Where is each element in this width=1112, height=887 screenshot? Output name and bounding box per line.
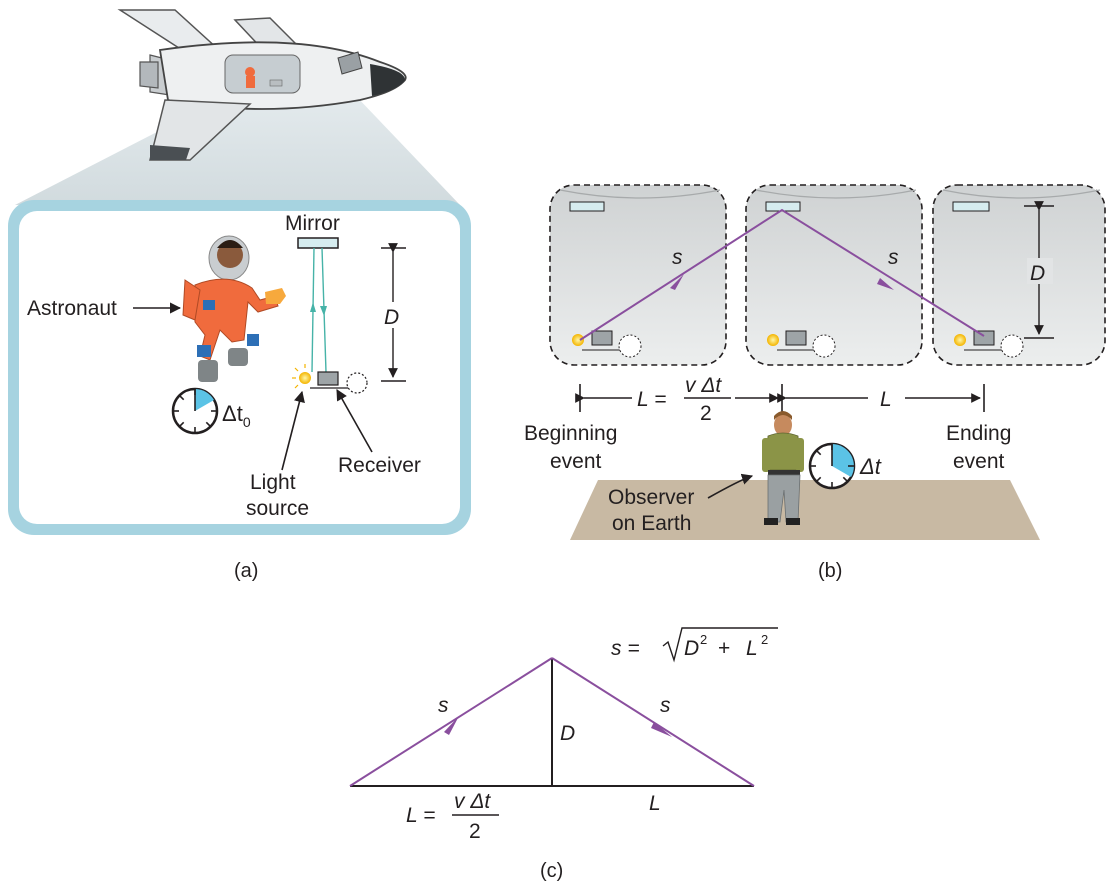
side-label-right: s — [660, 694, 671, 717]
side-arrow-right — [651, 722, 672, 737]
formula-plus: + — [718, 637, 730, 660]
receiver-clock — [346, 372, 368, 394]
formula-exp1: 2 — [700, 632, 707, 647]
distance-label-a: D — [384, 306, 399, 329]
caption-a: (a) — [234, 560, 258, 582]
formula-l: L — [746, 637, 758, 660]
observer-label-2: on Earth — [612, 512, 691, 535]
shuttle-cabin-window — [224, 54, 301, 94]
base-left-den: 2 — [469, 820, 481, 843]
light-source-arrow — [281, 390, 305, 471]
receiver — [317, 371, 339, 386]
cabin-interior — [19, 211, 460, 524]
astronaut-figure — [182, 235, 286, 382]
observer-figure — [762, 411, 804, 525]
view-beam — [15, 95, 460, 205]
side-arrow-left — [444, 716, 459, 735]
window-2 — [745, 184, 923, 366]
space-shuttle — [117, 9, 407, 161]
formula-d: D — [684, 637, 699, 660]
ending-label-2: event — [953, 450, 1005, 473]
light-source-label-2: source — [246, 497, 309, 520]
light-source — [292, 364, 311, 389]
side-label-left: s — [438, 694, 449, 717]
formula-exp2: 2 — [761, 632, 768, 647]
path-label-b1: s — [672, 246, 683, 269]
ground — [570, 480, 1040, 540]
window-3 — [932, 184, 1106, 366]
mirror — [297, 237, 339, 249]
base-right-label: L — [649, 792, 661, 815]
distance-label-b: D — [1030, 262, 1045, 285]
beginning-label-2: event — [550, 450, 602, 473]
base-left-lhs: L = — [406, 804, 435, 827]
triangle-side-right — [551, 657, 755, 787]
path-label-b2: s — [888, 246, 899, 269]
receiver-arrow — [336, 389, 373, 453]
span-left-den: 2 — [700, 402, 712, 425]
beginning-label-1: Beginning — [524, 422, 617, 445]
light-source-label-1: Light — [250, 471, 296, 494]
receiver-label: Receiver — [338, 454, 421, 477]
light-path-b — [579, 208, 985, 341]
observer-arrow — [707, 473, 754, 499]
base-left-num: v Δt — [454, 790, 491, 813]
path-arrow-b1 — [670, 274, 684, 290]
astronaut-label: Astronaut — [27, 297, 117, 320]
clock-proper-time — [171, 387, 219, 435]
height-label: D — [560, 722, 575, 745]
sqrt-sign — [662, 627, 778, 663]
span-left-lhs: L = — [637, 388, 666, 411]
formula: s = — [611, 637, 640, 660]
observer-label-1: Observer — [608, 486, 694, 509]
span-right-label: L — [880, 388, 892, 411]
ending-label-1: Ending — [946, 422, 1011, 445]
window-1 — [549, 184, 727, 366]
mirror-label: Mirror — [285, 212, 340, 235]
caption-b: (b) — [818, 560, 842, 582]
clock-dilated-time — [808, 442, 856, 490]
panel-c: s = D 2 + L 2 s s D L = v Δt 2 L (c) — [349, 627, 778, 882]
path-arrow-b2 — [877, 278, 894, 290]
span-left-num: v Δt — [685, 374, 722, 397]
caption-c: (c) — [540, 860, 563, 882]
triangle-side-left — [349, 657, 553, 787]
panel-a: Astronaut Δt0 Mirror — [8, 9, 471, 582]
panel-b: s s D L = v Δt 2 L Beginning event Endin… — [524, 184, 1106, 582]
clock-a-label: Δt0 — [222, 401, 251, 430]
clock-b-label: Δt — [859, 454, 882, 479]
